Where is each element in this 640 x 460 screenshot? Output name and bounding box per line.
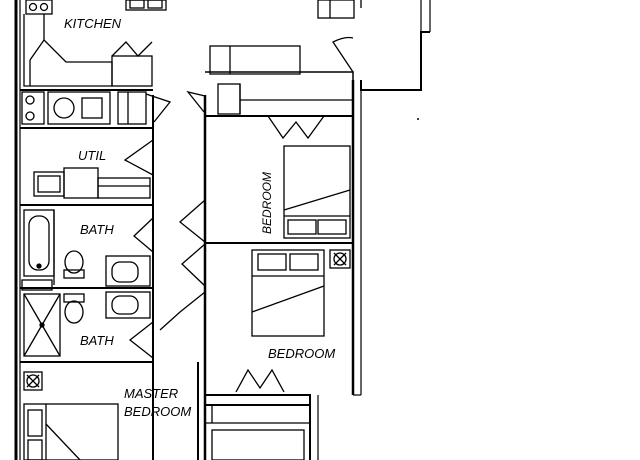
scan-speck — [417, 118, 419, 120]
vanity-2 — [105, 291, 151, 319]
closet-1-doors — [267, 115, 325, 140]
shower — [23, 293, 61, 357]
bed-1 — [283, 145, 351, 239]
bedroom-2-label: BEDROOM — [268, 346, 335, 361]
laundry-door — [145, 93, 172, 123]
bath-2-label: BATH — [80, 333, 114, 348]
room-labels: KITCHEN UTIL BATH BATH BEDROOM BEDROOM M… — [64, 16, 335, 419]
living-east-wall — [360, 31, 430, 91]
bath-1-label: BATH — [80, 222, 114, 237]
nightstand — [329, 249, 351, 269]
master-label-line-1: MASTER — [124, 386, 178, 401]
kitchen-label: KITCHEN — [64, 16, 122, 31]
bedroom-1 — [205, 83, 353, 244]
bath-2-door — [128, 321, 154, 359]
hall-door-bottom — [159, 291, 206, 331]
util-label: UTIL — [78, 148, 106, 163]
bed-2 — [251, 249, 325, 337]
bath-1 — [20, 209, 154, 291]
washer — [47, 91, 111, 125]
hall-door-top — [186, 90, 206, 113]
laundry-area — [20, 89, 172, 129]
dryer — [117, 91, 147, 125]
bedroom-2-door — [181, 243, 206, 287]
closet-3 — [211, 429, 305, 460]
kitchen-sink — [125, 0, 167, 11]
master-bedroom — [23, 362, 199, 460]
master-nightstand — [23, 371, 43, 391]
exterior-walls — [14, 0, 431, 460]
hall-doors — [159, 90, 206, 331]
utility-door — [123, 139, 154, 176]
refrigerator — [317, 0, 355, 19]
bath-1-door — [133, 217, 154, 253]
bedroom-1-label: BEDROOM — [260, 172, 274, 234]
bedroom-2 — [205, 249, 351, 460]
linen-closet — [217, 83, 241, 115]
master-bed — [23, 403, 119, 460]
utility-counter — [63, 167, 99, 199]
stove — [25, 0, 53, 15]
kitchen-island — [209, 45, 301, 75]
utility-shelf — [97, 177, 151, 199]
bedroom-1-door — [178, 199, 206, 243]
living-south-wall — [205, 71, 354, 80]
toilet-1 — [64, 250, 84, 274]
master-label-line-2: BEDROOM — [124, 404, 191, 419]
closet-2-doors — [235, 368, 285, 393]
water-heater — [21, 91, 45, 125]
utility-room — [20, 139, 154, 206]
living-door — [332, 36, 354, 73]
bedroom-2-south-wall — [205, 394, 311, 460]
toilet-2 — [64, 300, 84, 324]
kitchen-area — [23, 0, 362, 87]
vanity-1 — [105, 255, 151, 287]
pantry — [111, 55, 153, 87]
bath-2 — [20, 291, 154, 363]
